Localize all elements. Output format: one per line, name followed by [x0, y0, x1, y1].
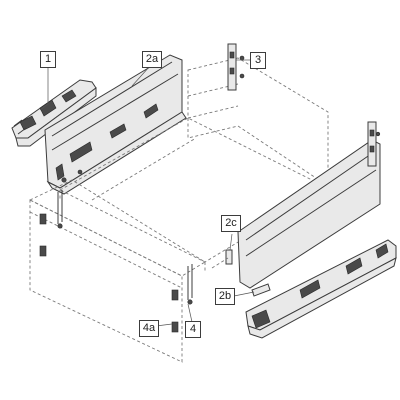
- right-drawer-side: [237, 121, 381, 289]
- callout-3: 3: [250, 52, 266, 69]
- callout-2a: 2a: [142, 51, 162, 68]
- callout-2c: 2c: [221, 215, 241, 232]
- callout-4a: 4a: [139, 320, 159, 337]
- rear-bracket: [227, 43, 245, 91]
- front-panel-outline: [28, 179, 206, 363]
- front-coupling-parts: [211, 249, 271, 297]
- callout-1: 1: [40, 51, 56, 68]
- left-runner: [11, 79, 97, 147]
- left-drawer-side: [44, 54, 187, 195]
- callout-4: 4: [185, 321, 201, 338]
- leader-lines: [39, 59, 255, 327]
- front-fixing-brackets: [39, 190, 193, 333]
- back-panel-outline: [187, 57, 329, 187]
- right-runner: [245, 239, 397, 339]
- callout-2b: 2b: [215, 288, 235, 305]
